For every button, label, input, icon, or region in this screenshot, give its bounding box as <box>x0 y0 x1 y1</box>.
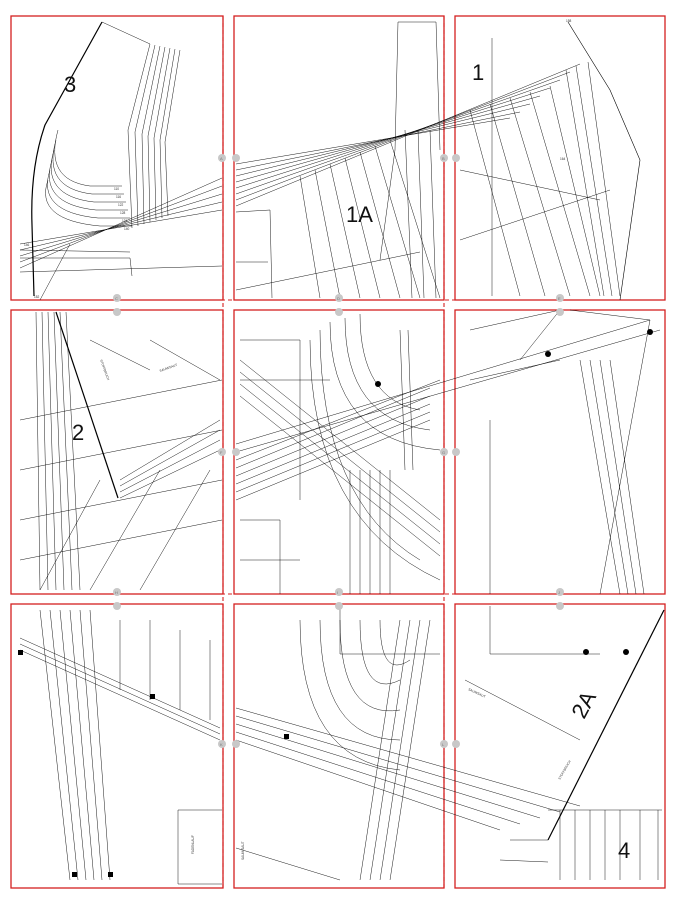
piece-label-4: 4 <box>618 838 630 863</box>
svg-text:140: 140 <box>124 227 130 231</box>
marker-f: F <box>220 450 223 455</box>
fold-label-2: STOFFBRUCH <box>557 759 572 780</box>
marker-j: J <box>558 590 560 595</box>
marker-h: H <box>115 590 118 595</box>
hem-label-1: SAUM/SAUT <box>159 363 178 373</box>
svg-text:128: 128 <box>120 211 126 215</box>
piece-label-1a: 1A <box>346 202 373 227</box>
svg-text:122: 122 <box>118 203 124 207</box>
tile-r1-c1 <box>10 15 224 301</box>
piece-label-2: 2 <box>72 420 84 445</box>
tile-markers: A B C D E F G H I J K L <box>113 154 564 748</box>
piece-label-1: 1 <box>472 60 484 85</box>
marker-g: G <box>442 450 445 455</box>
size-labels: 110 116 122 128 134 140 146 152 158 164 <box>24 19 572 299</box>
marker-k: K <box>220 742 223 747</box>
svg-text:164: 164 <box>560 157 566 161</box>
notch-dots <box>18 329 653 877</box>
tile-r3-c2 <box>233 603 445 889</box>
piece-label-2a: 2A <box>566 687 601 723</box>
fold-label-1: STOFFBRUCH <box>99 359 110 381</box>
marker-b: B <box>442 156 445 161</box>
svg-text:146: 146 <box>24 243 30 247</box>
hem-label-2: SAUM/SAUT <box>241 841 245 860</box>
marker-d: D <box>337 296 340 301</box>
svg-text:110: 110 <box>114 187 119 191</box>
svg-text:152: 152 <box>34 295 40 299</box>
tile-r1-c2 <box>233 15 445 301</box>
pattern-lines <box>19 21 665 885</box>
svg-text:158: 158 <box>566 19 572 23</box>
marker-a: A <box>220 156 223 161</box>
hem-label-3: SAUM/SAUT <box>468 687 487 699</box>
svg-text:116: 116 <box>116 195 121 199</box>
piece-label-3: 3 <box>64 72 76 97</box>
svg-text:134: 134 <box>122 219 128 223</box>
grain-label: FADENLAUF <box>191 835 195 854</box>
marker-l: L <box>442 742 445 747</box>
marker-e: E <box>558 296 561 301</box>
marker-c: C <box>115 296 118 301</box>
tile-r2-c3 <box>454 309 666 595</box>
marker-i: I <box>337 590 338 595</box>
